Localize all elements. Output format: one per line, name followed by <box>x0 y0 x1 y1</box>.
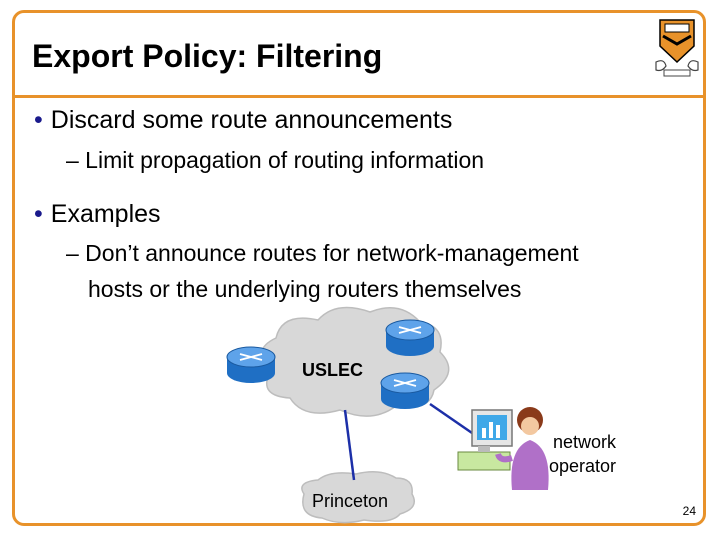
bullet-2-sub-1: – Don’t announce routes for network-mana… <box>66 240 579 266</box>
router-icon <box>380 372 430 409</box>
bullet-2-text: Examples <box>50 200 161 228</box>
slide-frame <box>12 10 706 526</box>
bullet-2-sub-2: hosts or the underlying routers themselv… <box>88 276 522 302</box>
uslec-label: USLEC <box>302 360 364 380</box>
bullet-2: •Examples <box>34 200 161 229</box>
title-bar <box>15 13 703 98</box>
router-icon <box>385 319 435 356</box>
operator-label-line2: operator <box>549 456 617 476</box>
bullet-1-sub-1: – Limit propagation of routing informati… <box>66 147 485 173</box>
operator-label-line1: network <box>553 432 617 452</box>
router-icon <box>226 346 276 383</box>
link-uslec-princeton <box>343 409 356 481</box>
princeton-label: Princeton <box>312 491 389 511</box>
bullet-dot: • <box>34 106 43 134</box>
page-number: 24 <box>682 504 696 518</box>
computer-operator-icon <box>457 407 549 490</box>
slide-title: Export Policy: Filtering <box>32 38 383 74</box>
bullet-1-text: Discard some route announcements <box>50 106 453 134</box>
bullet-dot: • <box>34 200 43 228</box>
princeton-cloud <box>301 471 415 524</box>
bullet-1: •Discard some route announcements <box>34 106 452 135</box>
